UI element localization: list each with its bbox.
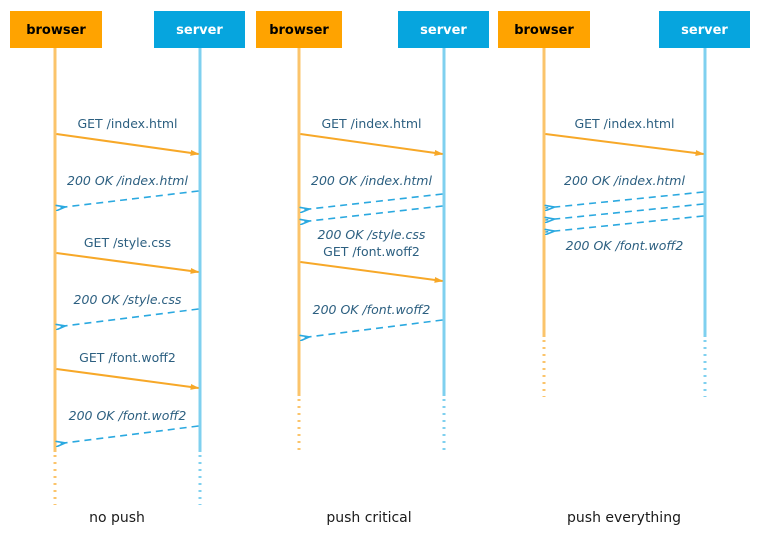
message-label-no-push-5: 200 OK /font.woff2 <box>69 408 187 423</box>
participant-box-fill <box>398 11 489 48</box>
message-label-push-everything-3: 200 OK /font.woff2 <box>566 238 684 253</box>
message-arrow-push-everything-2 <box>546 203 704 220</box>
message-arrow-push-everything-3 <box>546 215 704 232</box>
participant-box-push-everything-server[interactable]: server <box>659 11 750 48</box>
participant-label: server <box>420 23 467 38</box>
message-arrow-no-push-5 <box>57 425 199 444</box>
message-label-push-critical-3: GET /font.woff2 <box>323 244 420 259</box>
participant-label: server <box>176 23 223 38</box>
captions-layer: no push push critical push everything <box>89 510 681 526</box>
participant-box-fill <box>10 11 102 48</box>
message-arrow-push-critical-4 <box>301 319 443 338</box>
participant-label: server <box>681 23 728 38</box>
message-arrow-no-push-1 <box>57 190 199 208</box>
message-label-push-critical-4: 200 OK /font.woff2 <box>313 302 431 317</box>
message-label-push-everything-1: 200 OK /index.html <box>564 173 685 188</box>
participant-label: browser <box>514 23 574 38</box>
message-label-push-critical-0: GET /index.html <box>321 116 421 131</box>
message-arrow-push-everything-0 <box>545 133 705 156</box>
participant-box-fill <box>659 11 750 48</box>
message-label-no-push-4: GET /font.woff2 <box>79 350 176 365</box>
lifelines-layer <box>53 48 707 505</box>
participant-box-fill <box>154 11 245 48</box>
message-arrow-no-push-3 <box>57 308 199 327</box>
participant-box-push-critical-browser[interactable]: browser <box>256 11 342 48</box>
message-arrow-push-everything-1 <box>546 191 704 208</box>
message-label-no-push-3: 200 OK /style.css <box>74 292 182 307</box>
scenario-caption-2: push everything <box>567 510 681 526</box>
scenario-caption-1: push critical <box>326 510 411 526</box>
message-label-push-critical-1: 200 OK /index.html <box>311 173 432 188</box>
participant-box-push-everything-browser[interactable]: browser <box>498 11 590 48</box>
participant-box-no-push-browser[interactable]: browser <box>10 11 102 48</box>
message-arrow-no-push-0 <box>56 133 200 156</box>
message-label-push-everything-0: GET /index.html <box>574 116 674 131</box>
message-label-no-push-2: GET /style.css <box>84 235 171 250</box>
message-arrow-push-critical-3 <box>300 261 444 283</box>
participant-box-fill <box>256 11 342 48</box>
message-arrow-no-push-4 <box>56 368 200 390</box>
participants-layer: browser server browser server browser server <box>10 11 750 48</box>
scenario-caption-0: no push <box>89 510 145 526</box>
message-arrow-no-push-2 <box>56 252 200 274</box>
message-label-no-push-0: GET /index.html <box>77 116 177 131</box>
message-arrow-push-critical-1 <box>301 193 443 210</box>
participant-box-push-critical-server[interactable]: server <box>398 11 489 48</box>
message-arrow-push-critical-0 <box>300 133 444 156</box>
participant-box-fill <box>498 11 590 48</box>
message-label-push-critical-2: 200 OK /style.css <box>318 227 426 242</box>
message-label-no-push-1: 200 OK /index.html <box>67 173 188 188</box>
participant-box-no-push-server[interactable]: server <box>154 11 245 48</box>
participant-label: browser <box>269 23 329 38</box>
participant-label: browser <box>26 23 86 38</box>
